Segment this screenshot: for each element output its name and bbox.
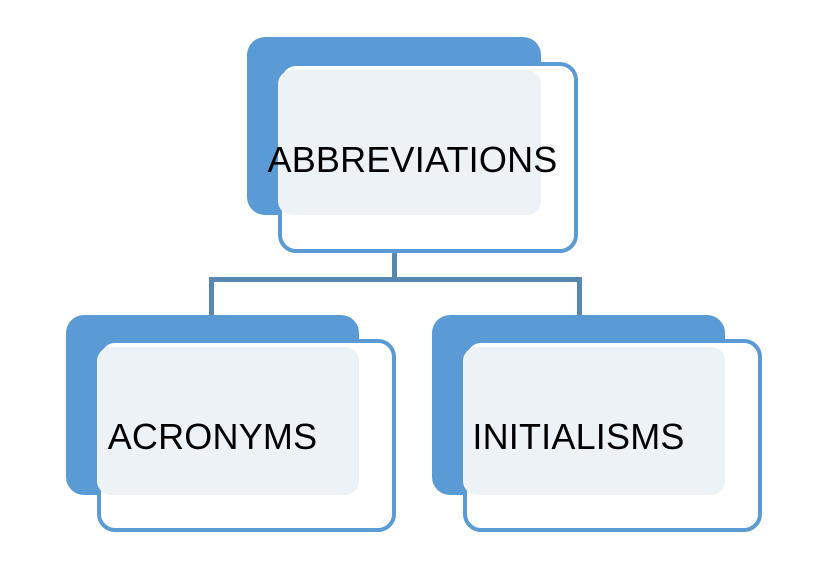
node-label-initialisms: INITIALISMS: [472, 416, 685, 457]
connector-drop-left: [209, 277, 214, 317]
node-inner-fill: [97, 347, 359, 495]
node-label-acronyms: ACRONYMS: [107, 416, 318, 457]
node-inner-fill: [278, 70, 541, 215]
node-label-abbreviations: ABBREVIATIONS: [267, 139, 558, 180]
connector-drop-right: [577, 277, 582, 317]
connector-horizontal-bar: [209, 277, 582, 282]
node-inner-fill: [463, 347, 725, 495]
connector-root-stem: [392, 252, 397, 282]
